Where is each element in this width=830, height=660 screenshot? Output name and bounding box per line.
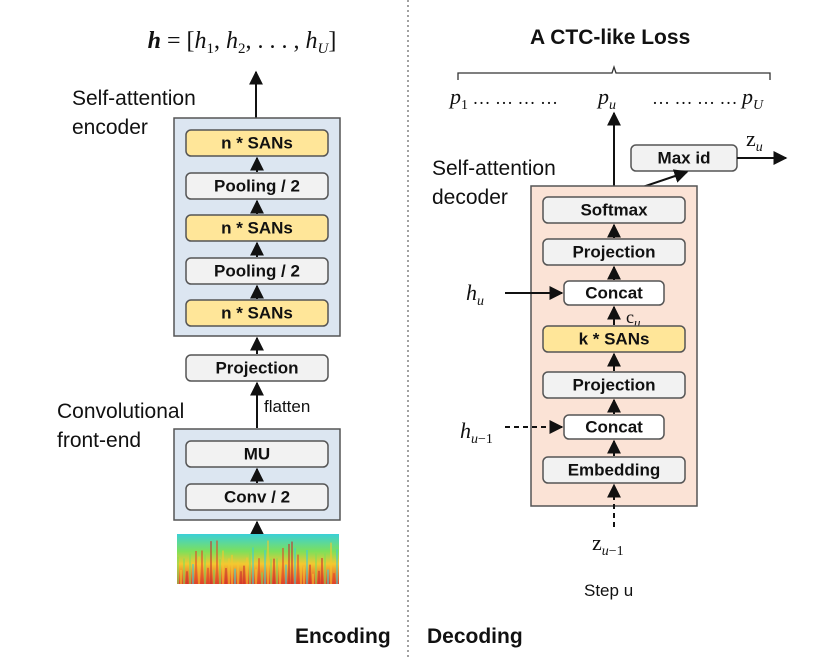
decoder-projection-top: Projection [542,238,686,266]
svg-text:Projection: Projection [215,359,298,378]
svg-text:n * SANs: n * SANs [221,219,293,238]
svg-text:MU: MU [244,445,270,464]
encoder-block-4: Pooling / 2 [185,257,329,285]
frontend-label-line1: Convolutional [57,400,184,423]
decoder-concat-bottom: Concat [563,414,665,440]
svg-text:Pooling / 2: Pooling / 2 [214,262,300,281]
svg-text:Conv / 2: Conv / 2 [224,488,290,507]
frontend-label-line2: front-end [57,429,141,452]
loss-p-mid: pu [596,84,616,113]
loss-p-left: p1 … … … … [448,84,558,113]
frontend-conv: Conv / 2 [185,483,329,511]
loss-brace [457,64,771,80]
svg-text:Max id: Max id [658,149,711,168]
decoder-embedding: Embedding [542,456,686,484]
svg-text:Concat: Concat [585,418,643,437]
encoder-projection: Projection [185,354,329,382]
svg-text:Embedding: Embedding [568,461,661,480]
svg-text:Projection: Projection [572,376,655,395]
frontend-mu: MU [185,440,329,468]
decoder-projection-bottom: Projection [542,371,686,399]
encoder-block-1: n * SANs [185,129,329,157]
c-u-label: cu [626,307,641,330]
svg-text:k * SANs: k * SANs [579,330,650,349]
z-u-label: zu [746,126,763,155]
flatten-label: flatten [264,397,310,416]
decoder-label-line1: Self-attention [432,157,556,180]
step-label: Step u [584,581,633,600]
svg-text:n * SANs: n * SANs [221,304,293,323]
h-u-label: hu [466,280,484,309]
decoder-concat-top: Concat [563,280,665,306]
encoder-block-2: Pooling / 2 [185,172,329,200]
encoder-block-3: n * SANs [185,214,329,242]
loss-p-right: … … … … pU [652,84,764,113]
decoder-sans: k * SANs [542,325,686,353]
loss-title: A CTC-like Loss [530,26,690,49]
svg-text:Softmax: Softmax [580,201,648,220]
svg-text:Projection: Projection [572,243,655,262]
h-u-minus-1-label: hu−1 [460,418,493,447]
max-id-box: Max id [630,144,738,172]
svg-text:Concat: Concat [585,284,643,303]
spectrogram-image [177,534,339,584]
svg-text:Pooling / 2: Pooling / 2 [214,177,300,196]
decoder-label-line2: decoder [432,186,508,209]
decoding-footer: Decoding [427,625,523,648]
decoder-softmax: Softmax [542,196,686,224]
encoder-block-5: n * SANs [185,299,329,327]
encoder-label-line2: encoder [72,116,148,139]
encoder-label-line1: Self-attention [72,87,196,110]
z-u-minus-1-label: zu−1 [592,530,624,559]
encoding-footer: Encoding [295,625,391,648]
encoder-output-formula: h = [h1, h2, . . . , hU] [148,28,337,57]
svg-text:n * SANs: n * SANs [221,134,293,153]
